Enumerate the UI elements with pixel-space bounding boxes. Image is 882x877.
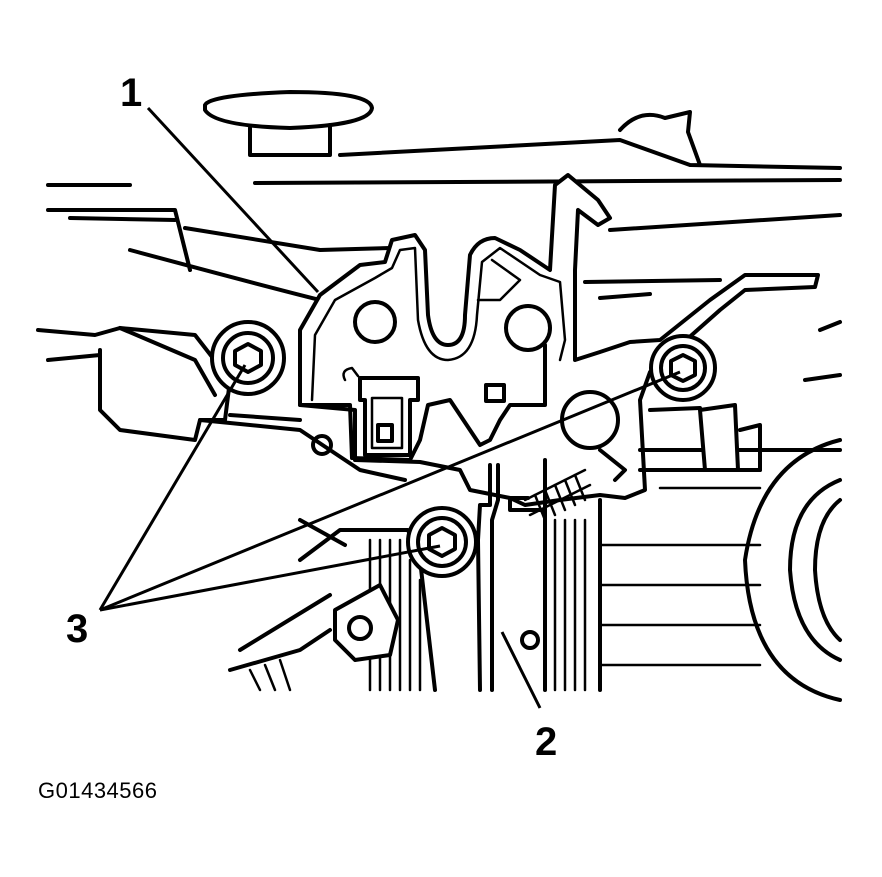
hood-latch-body (298, 173, 820, 650)
callout-3-leaders (98, 364, 681, 612)
release-cable (476, 463, 500, 692)
radiator-core (228, 448, 842, 692)
callout-1-leader (146, 106, 320, 294)
right-pulley (648, 320, 842, 702)
upper-body-panel (46, 90, 842, 302)
callout-3-label: 3 (66, 607, 88, 651)
callout-2-label: 2 (535, 720, 557, 764)
callout-2-leader (500, 631, 542, 709)
latch-bolt-center (406, 506, 478, 578)
figure-id-label: G01434566 (38, 778, 158, 803)
callout-1-label: 1 (120, 71, 142, 115)
latch-bolt-right (649, 334, 717, 402)
latch-spring (523, 468, 592, 522)
latch-bolt-left (210, 320, 286, 396)
